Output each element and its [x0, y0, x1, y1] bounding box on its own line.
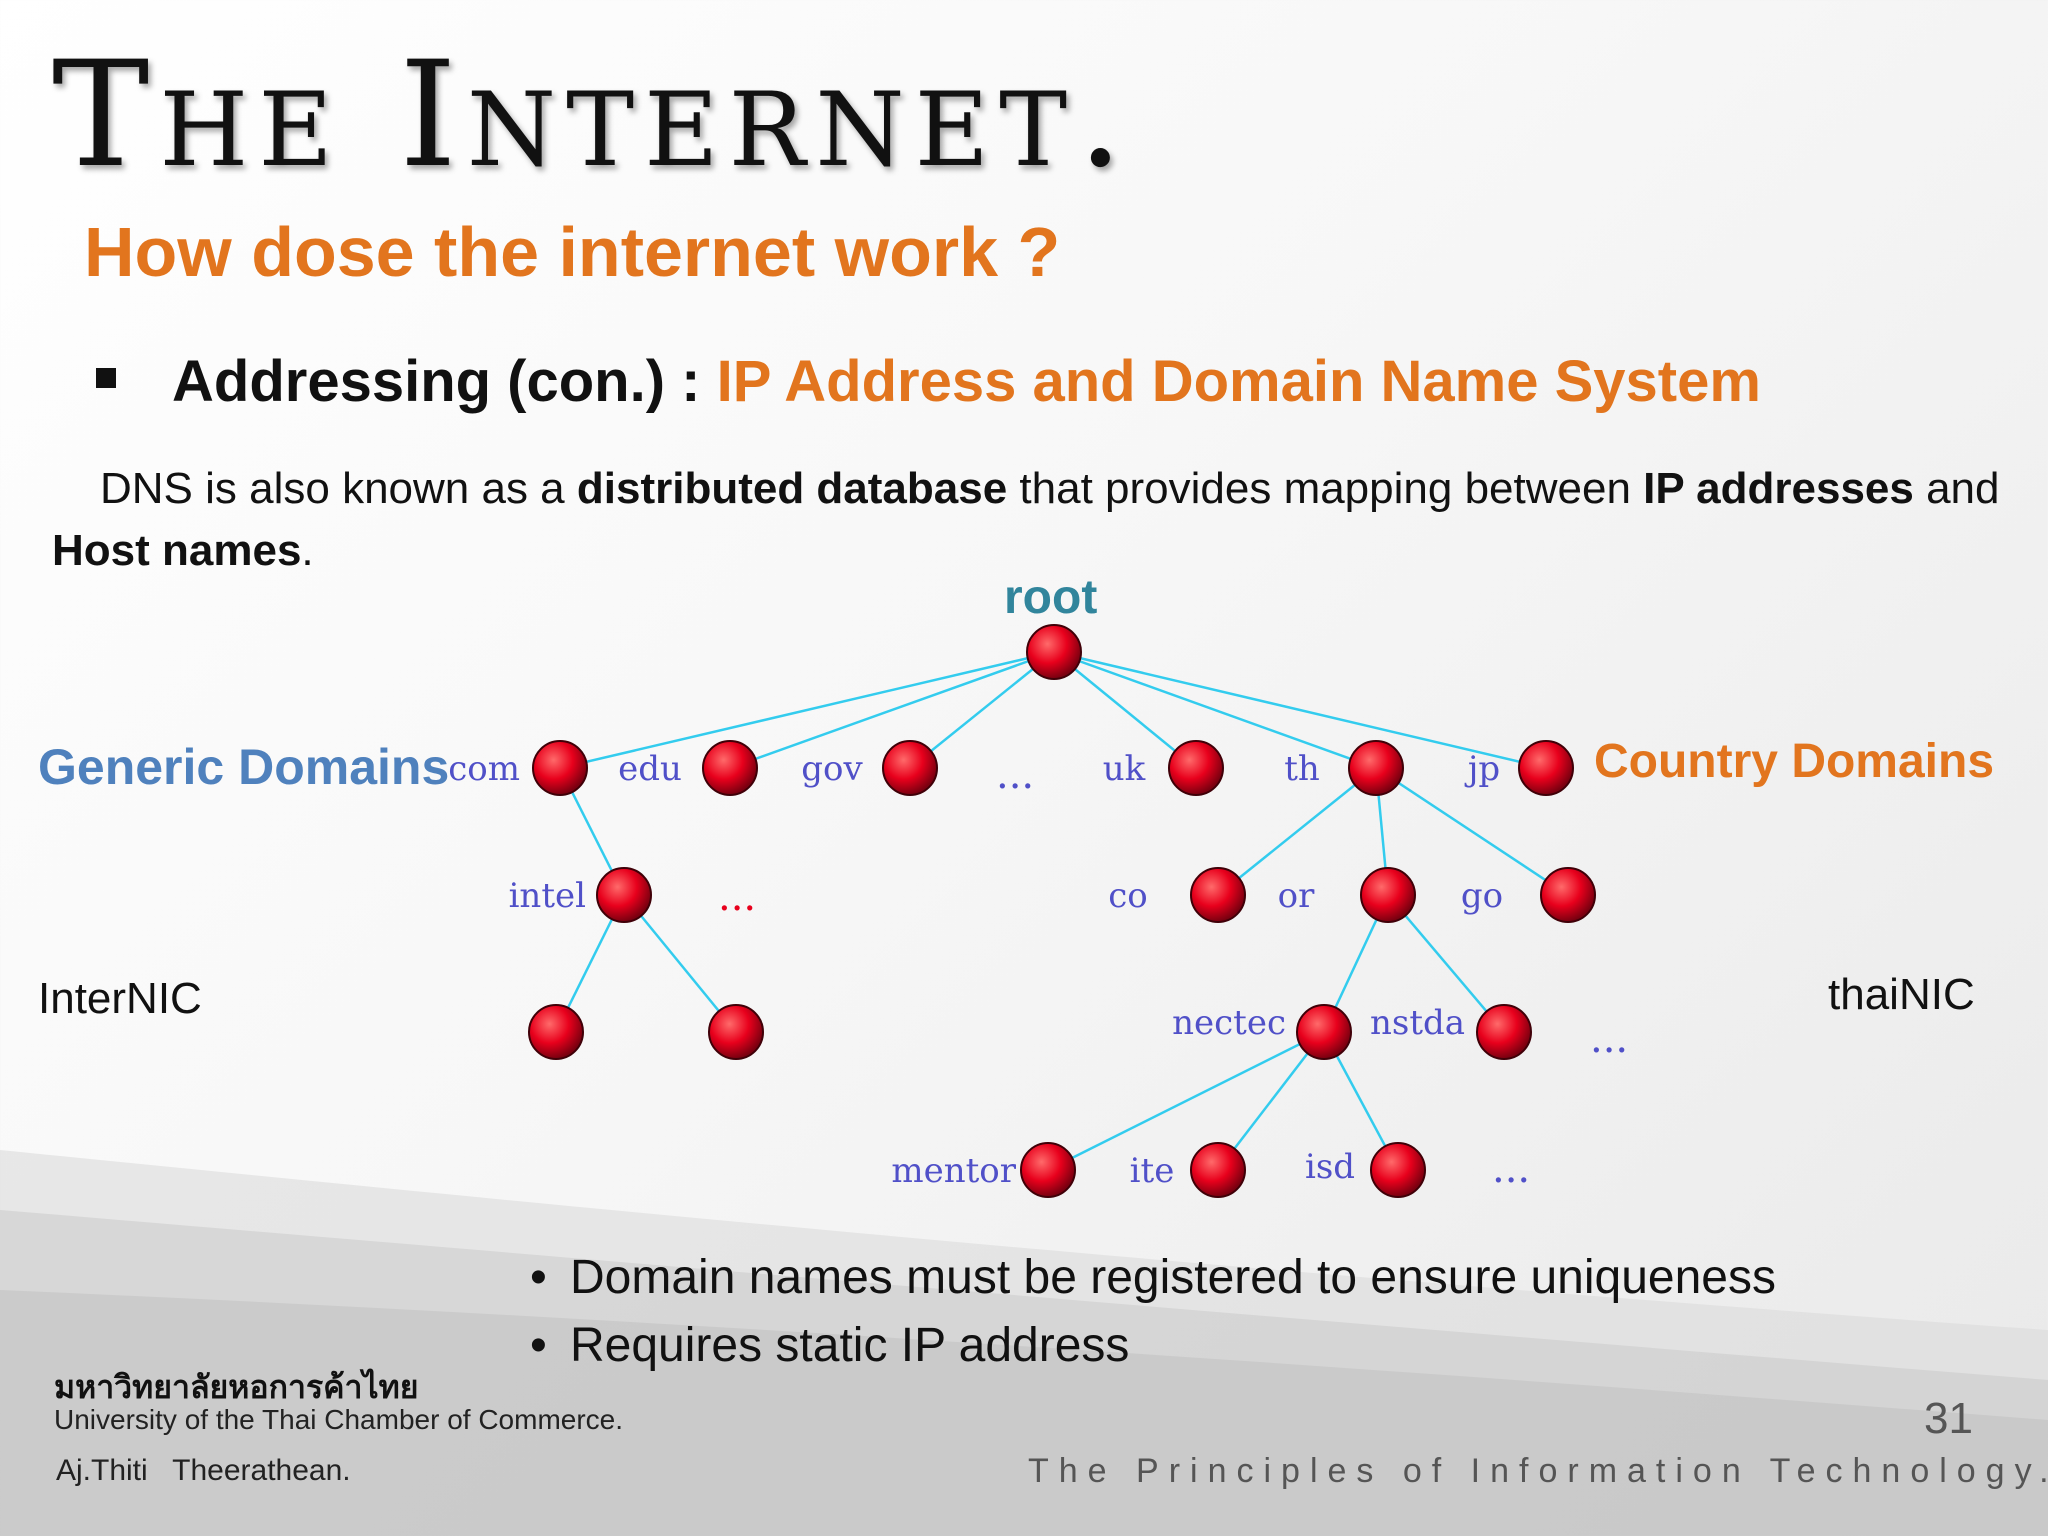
- internic-label: InterNIC: [38, 974, 202, 1023]
- node-ite: [1190, 1142, 1246, 1198]
- node-edu: [702, 740, 758, 796]
- list-item: •Domain names must be registered to ensu…: [530, 1251, 1776, 1304]
- tree-ellipses: ............: [718, 752, 1628, 1192]
- para-text-1: DNS is also known as a: [100, 464, 577, 513]
- node-label-go: go: [1461, 876, 1503, 916]
- edge-root-jp: [1053, 650, 1547, 770]
- node-label-or: or: [1278, 876, 1315, 916]
- edge-root-uk: [1053, 651, 1197, 769]
- edge-root-th: [1053, 650, 1377, 770]
- node-label-gov: gov: [801, 749, 863, 789]
- node-or: [1360, 867, 1416, 923]
- node-label-intel: intel: [509, 876, 586, 916]
- node-label-edu: edu: [618, 749, 682, 789]
- edge-th-co: [1217, 767, 1377, 896]
- node-label-jp: jp: [1464, 749, 1500, 789]
- edge-root-edu: [729, 650, 1055, 770]
- square-bullet-icon: [96, 367, 116, 388]
- addressing-bullet: Addressing (con.) : IP Address and Domai…: [96, 342, 1761, 422]
- country-domains-label: Country Domains: [1594, 735, 1995, 788]
- para-bold-1: distributed database: [576, 464, 1008, 513]
- node-label-th: th: [1284, 749, 1320, 789]
- node-label-nstda: nstda: [1370, 1003, 1465, 1043]
- bullet-lead: Addressing (con.) :: [172, 349, 717, 414]
- tree-node-labels: com edu gov uk th jp intel co or go nectec nstda men…: [448, 749, 1503, 1191]
- node-label-nectec: nectec: [1172, 1003, 1286, 1043]
- ellipsis-mark: ...: [1492, 1146, 1530, 1192]
- bullet-highlight: IP Address and Domain Name System: [716, 349, 1761, 414]
- node-nectec: [1296, 1004, 1352, 1060]
- list-item: •Requires static IP address: [530, 1319, 1130, 1372]
- node-label-ite: ite: [1130, 1151, 1175, 1191]
- node-root: [1026, 624, 1082, 680]
- node-label-mentor: mentor: [891, 1151, 1016, 1191]
- lecturer-name: Aj.Thiti Theerathean.: [56, 1454, 351, 1487]
- slide-subtitle: How dose the internet work ?: [84, 213, 1061, 291]
- node-intel: [596, 867, 652, 923]
- page-number: 31: [1924, 1394, 1973, 1443]
- slide-title: The Internet.: [52, 30, 1134, 200]
- edge-root-gov: [909, 651, 1055, 769]
- para-bold-2: IP addresses: [1643, 464, 1914, 513]
- tree-edges: [554, 650, 1569, 1172]
- dns-paragraph: DNS is also known as a distributed datab…: [52, 458, 2012, 582]
- ellipsis-mark: ...: [996, 752, 1034, 798]
- course-title: The Principles of Information Technology…: [1028, 1452, 2048, 1490]
- para-text-2: that provides mapping between: [1007, 464, 1644, 513]
- ellipsis-mark: ...: [718, 874, 756, 920]
- edge-root-com: [559, 650, 1055, 770]
- university-name-english: University of the Thai Chamber of Commer…: [54, 1404, 624, 1435]
- tree-nodes: [528, 624, 1596, 1198]
- node-label-isd: isd: [1305, 1147, 1355, 1187]
- node-isd: [1370, 1142, 1426, 1198]
- node-label-uk: uk: [1103, 749, 1146, 789]
- university-logo-thai: มหาวิทยาลัยหอการค้าไทย: [54, 1368, 419, 1406]
- para-text-3: and: [1913, 464, 2000, 513]
- node-nstda: [1476, 1004, 1532, 1060]
- edge-nectec-ite: [1217, 1031, 1325, 1171]
- node-com: [532, 740, 588, 796]
- para-bold-3: Host names: [52, 526, 302, 575]
- root-label: root: [1004, 571, 1098, 624]
- ellipsis-mark: ...: [1590, 1016, 1628, 1062]
- generic-domains-label: Generic Domains: [38, 739, 450, 795]
- node-intelA: [528, 1004, 584, 1060]
- node-intelB: [708, 1004, 764, 1060]
- node-go: [1540, 867, 1596, 923]
- para-text-4: .: [301, 526, 314, 575]
- edge-nectec-mentor: [1047, 1030, 1325, 1172]
- node-uk: [1168, 740, 1224, 796]
- edge-th-go: [1375, 766, 1569, 897]
- node-jp: [1518, 740, 1574, 796]
- node-mentor: [1020, 1142, 1076, 1198]
- node-gov: [882, 740, 938, 796]
- node-label-com: com: [448, 749, 520, 789]
- node-co: [1190, 867, 1246, 923]
- node-th: [1348, 740, 1404, 796]
- edge-or-nstda: [1387, 894, 1505, 1033]
- node-label-co: co: [1108, 876, 1148, 916]
- thainic-label: thaiNIC: [1828, 970, 1975, 1019]
- edge-intel-intelB: [623, 894, 737, 1033]
- bottom-bullet-list: •Domain names must be registered to ensu…: [530, 1244, 1776, 1380]
